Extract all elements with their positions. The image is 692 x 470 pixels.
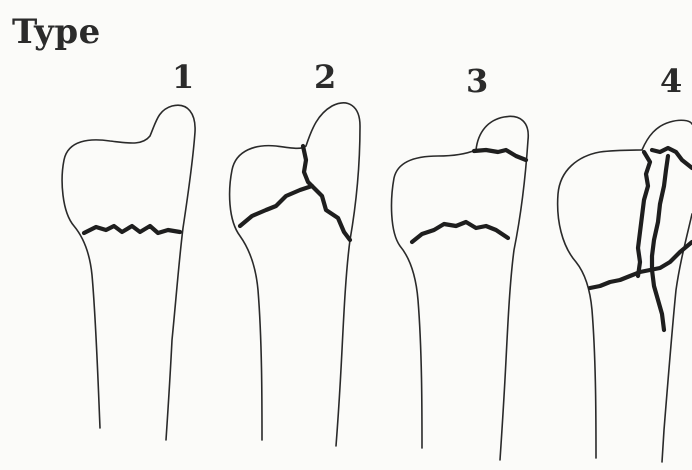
bone-type-2 — [230, 103, 360, 446]
bone-type-4 — [558, 120, 692, 462]
fracture-line-type-4c — [652, 148, 692, 168]
fracture-line-type-3a — [474, 150, 526, 160]
bone-type-4-outline — [558, 120, 692, 458]
bone-type-2-outline — [230, 103, 360, 446]
bone-type-3-outline — [392, 116, 529, 460]
fracture-line-type-4d — [652, 156, 668, 270]
bone-type-1 — [62, 105, 195, 440]
fracture-line-type-3b — [412, 222, 508, 242]
fracture-line-type-4e — [652, 270, 664, 330]
bone-type-4-shaft-right — [662, 214, 692, 462]
fracture-line-type-2a — [240, 186, 350, 240]
fracture-line-type-4b — [638, 152, 650, 276]
bone-type-3 — [392, 116, 529, 460]
fracture-line-type-2b — [303, 146, 312, 186]
bone-type-1-outline — [62, 105, 195, 440]
fracture-line-type-1 — [84, 226, 180, 233]
